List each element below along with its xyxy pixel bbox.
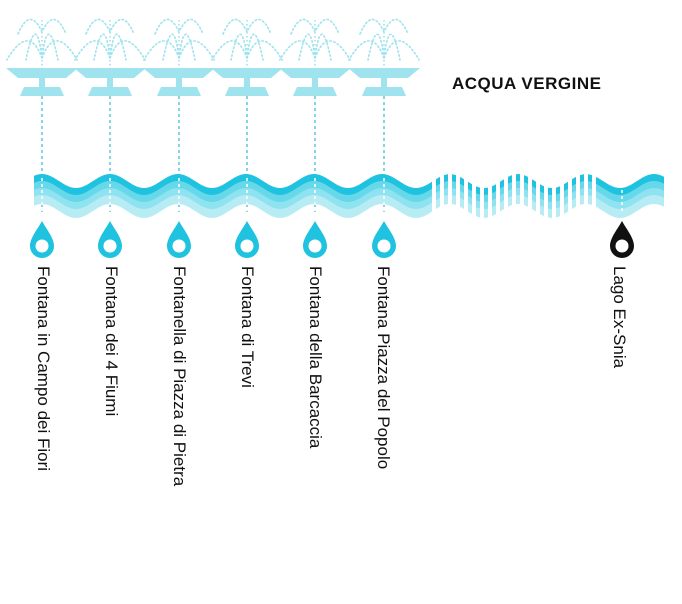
water-drop-icon xyxy=(235,221,259,258)
fountain-icon xyxy=(279,18,351,212)
wave-solid-segment xyxy=(598,174,664,218)
water-drop-icon xyxy=(303,221,327,258)
fountain-label-campo-dei-fiori: Fontana in Campo dei Fiori xyxy=(34,266,53,472)
wave-solid-segment xyxy=(34,174,428,218)
aqueduct-title: ACQUA VERGINE xyxy=(452,74,602,93)
fountain-label-trevi: Fontana di Trevi xyxy=(238,266,257,388)
fountain-label-piazza-di-pietra: Fontanella di Piazza di Pietra xyxy=(170,266,189,487)
drop-row xyxy=(30,221,634,258)
aqueduct-wave-icon xyxy=(34,160,664,220)
lake-label: Lago Ex-Snia xyxy=(610,266,629,369)
fountain-row xyxy=(6,18,420,212)
fountain-label-barcaccia: Fontana della Barcaccia xyxy=(306,266,325,449)
water-drop-icon xyxy=(167,221,191,258)
water-drop-icon xyxy=(30,221,54,258)
fountain-label-4-fiumi: Fontana dei 4 Fiumi xyxy=(102,266,121,417)
fountain-icon xyxy=(143,18,215,212)
fountain-label-piazza-del-popolo: Fontana Piazza del Popolo xyxy=(374,266,393,470)
water-drop-icon xyxy=(372,221,396,258)
fountain-icon xyxy=(74,18,146,212)
water-drop-icon xyxy=(98,221,122,258)
wave-broken-segment xyxy=(428,160,598,220)
lake-drop-icon xyxy=(610,221,634,258)
